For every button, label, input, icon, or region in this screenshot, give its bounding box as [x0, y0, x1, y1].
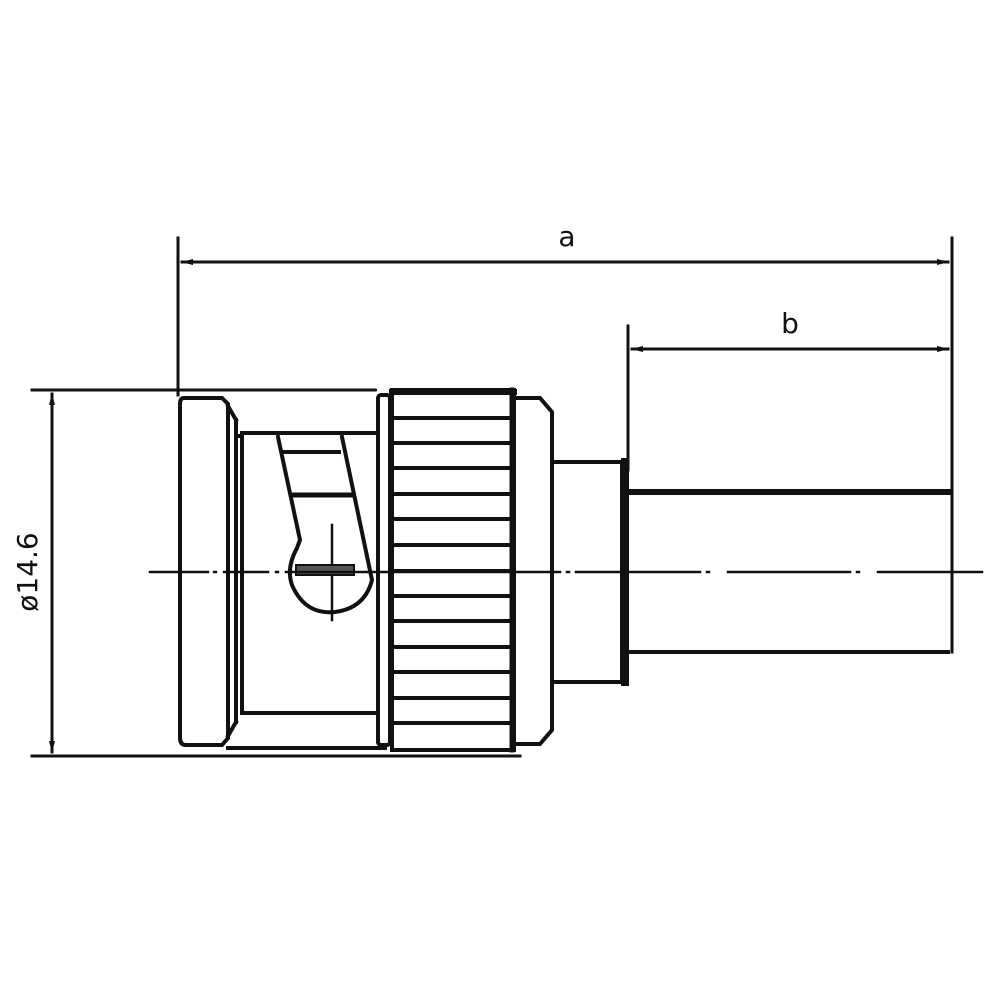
knurled-coupling-nut [376, 387, 554, 753]
bayonet-slot [275, 434, 375, 622]
dimension-a-label: a [558, 220, 575, 253]
front-flange [178, 396, 244, 747]
dimension-b-label: b [781, 307, 799, 340]
dimension-a [176, 236, 954, 654]
knurl-ridges [390, 416, 514, 725]
bayonet-sleeve [226, 389, 387, 750]
diameter-label: ø14.6 [11, 532, 44, 611]
cable [627, 489, 951, 654]
dimension-b [626, 324, 950, 472]
